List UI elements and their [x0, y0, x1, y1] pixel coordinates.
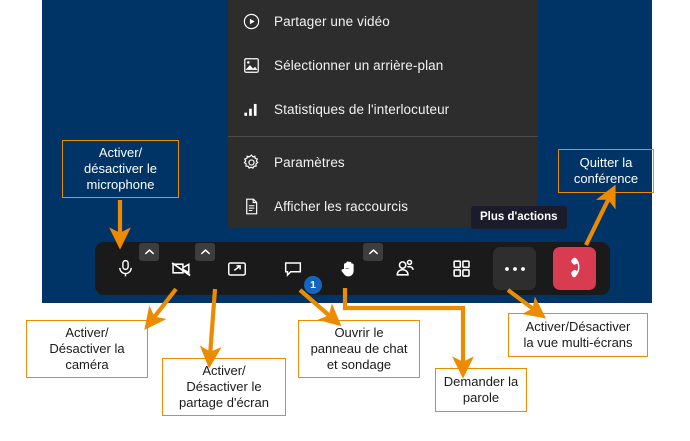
image-person-icon — [228, 56, 274, 75]
mic-button[interactable] — [102, 242, 148, 295]
raise-hand-button[interactable] — [326, 242, 372, 295]
participants-button[interactable] — [382, 242, 428, 295]
menu-item-label: Paramètres — [274, 154, 345, 170]
more-actions-tooltip: Plus d'actions — [471, 206, 567, 229]
menu-item-select-background[interactable]: Sélectionner un arrière-plan — [228, 43, 538, 87]
more-actions-menu[interactable]: Partager une vidéo Sélectionner un arriè… — [228, 0, 538, 228]
menu-item-statistics[interactable]: Statistiques de l'interlocuteur — [228, 87, 538, 131]
chat-button[interactable] — [270, 242, 316, 295]
menu-item-label: Afficher les raccourcis — [274, 198, 409, 214]
play-circle-icon — [228, 12, 274, 31]
menu-item-label: Statistiques de l'interlocuteur — [274, 101, 450, 117]
meeting-toolbar[interactable]: 1 — [95, 242, 610, 295]
multi-screen-button[interactable] — [438, 242, 484, 295]
menu-divider — [228, 136, 538, 137]
menu-item-label: Sélectionner un arrière-plan — [274, 57, 444, 73]
menu-item-share-video[interactable]: Partager une vidéo — [228, 0, 538, 43]
menu-item-label: Partager une vidéo — [274, 13, 390, 29]
share-button[interactable] — [214, 242, 260, 295]
mic-options-caret[interactable] — [139, 243, 159, 261]
chat-unread-badge: 1 — [304, 276, 322, 294]
document-icon — [228, 197, 274, 216]
menu-item-shortcuts[interactable]: Afficher les raccourcis — [228, 184, 538, 228]
gear-icon — [228, 153, 274, 172]
raise-hand-options-caret[interactable] — [363, 243, 383, 261]
camera-button[interactable] — [158, 242, 204, 295]
hangup-button[interactable] — [553, 247, 596, 290]
camera-options-caret[interactable] — [195, 243, 215, 261]
more-actions-button[interactable] — [493, 247, 536, 290]
menu-item-settings[interactable]: Paramètres — [228, 140, 538, 184]
bar-chart-icon — [228, 100, 274, 119]
